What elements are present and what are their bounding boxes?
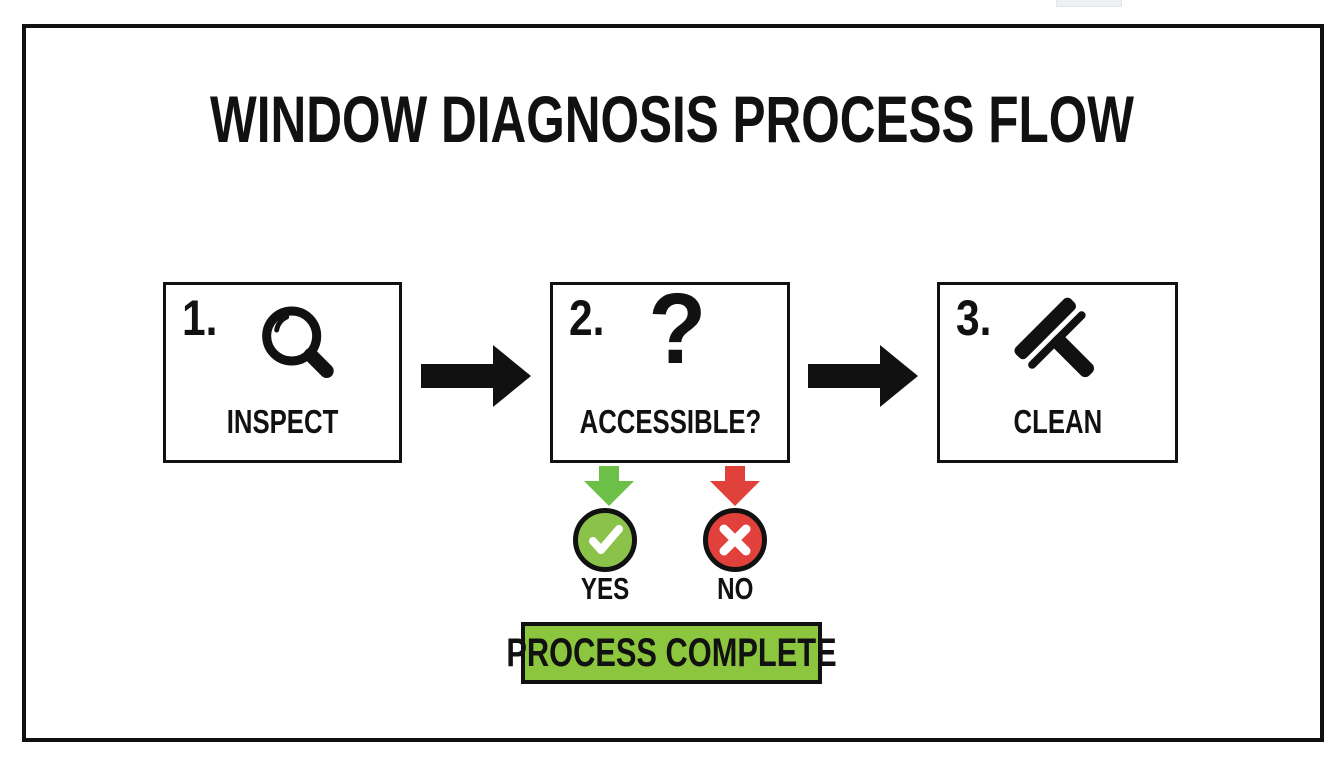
- step-number: 3.: [956, 290, 992, 346]
- cross-circle-icon: [703, 508, 767, 572]
- no-label: NO: [716, 571, 754, 606]
- step-box-accessible: 2. ? ACCESSIBLE?: [550, 273, 790, 463]
- check-circle-icon: [573, 508, 637, 572]
- page-title: WINDOW DIAGNOSIS PROCESS FLOW: [0, 86, 1344, 152]
- process-complete-box: PROCESS COMPLETE: [506, 622, 837, 684]
- flow-arrow-1-2-icon: [421, 345, 531, 412]
- step-label: INSPECT: [226, 403, 339, 440]
- process-complete-label: PROCESS COMPLETE: [506, 631, 837, 675]
- step-label: ACCESSIBLE?: [579, 403, 761, 440]
- no-arrow-icon: [710, 466, 760, 511]
- step-box-clean: 3. CLEAN: [937, 282, 1178, 463]
- diagram-border: [22, 24, 1324, 742]
- yes-arrow-icon: [584, 466, 634, 511]
- step-box-inspect: 1. INSPECT: [163, 282, 402, 463]
- step-number: 1.: [182, 290, 218, 346]
- page-title-text: WINDOW DIAGNOSIS PROCESS FLOW: [210, 82, 1134, 156]
- question-mark-glyph: ?: [648, 273, 707, 385]
- flow-arrow-2-3-icon: [808, 345, 918, 412]
- step-label: CLEAN: [1013, 403, 1102, 440]
- screen-edge-artifact: [1056, 0, 1122, 7]
- step-number: 2.: [569, 290, 605, 346]
- squeegee-icon: [1013, 297, 1109, 398]
- yes-label: YES: [580, 571, 630, 606]
- magnifier-icon: [254, 303, 346, 400]
